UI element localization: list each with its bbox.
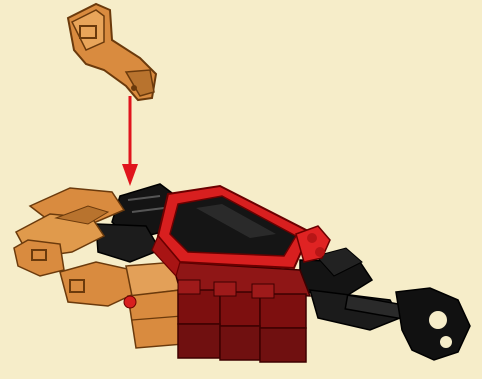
orange-claw-piece: [68, 4, 156, 100]
black-arm-joints-right: [300, 248, 470, 360]
placement-arrow: [122, 96, 138, 186]
dark-red-bricks: [172, 262, 310, 362]
